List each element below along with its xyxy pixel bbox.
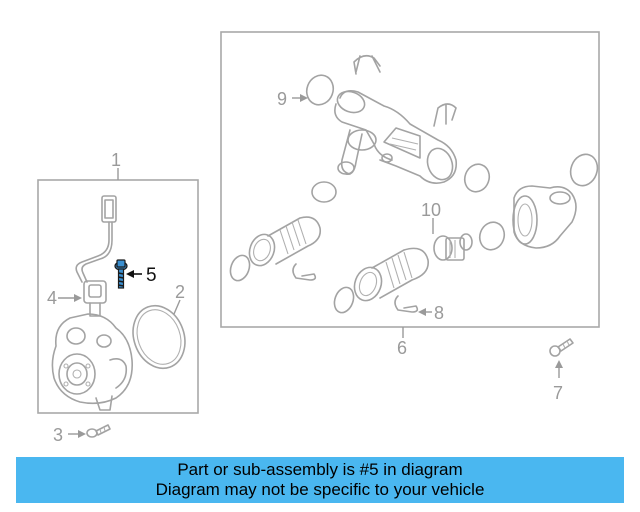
callout-8[interactable]: 8 xyxy=(434,303,444,323)
bolt-part-3 xyxy=(86,424,111,438)
sensor-body xyxy=(83,280,107,317)
info-banner: Part or sub-assembly is #5 in diagram Di… xyxy=(16,457,624,503)
assembly-6-box xyxy=(220,31,600,328)
callout-2[interactable]: 2 xyxy=(175,282,185,302)
o-ring-b xyxy=(463,163,491,193)
o-ring-c xyxy=(569,153,599,187)
temperature-sensor-wire xyxy=(75,195,117,283)
callout-5[interactable]: 5 xyxy=(146,265,157,286)
o-ring-e xyxy=(229,254,251,282)
assembly-6-group: 6 9 xyxy=(220,31,600,358)
spring-clip-a xyxy=(292,263,317,281)
callout-6[interactable]: 6 xyxy=(397,338,407,358)
hose-lower xyxy=(353,247,429,302)
o-ring-a xyxy=(311,181,337,203)
parts-diagram: 1 4 5 xyxy=(37,31,600,445)
banner-line-1: Part or sub-assembly is #5 in diagram xyxy=(177,460,463,479)
coolant-pipe-housing xyxy=(334,90,458,184)
o-ring-9 xyxy=(305,74,335,106)
o-ring-d xyxy=(478,221,506,251)
water-pump-housing xyxy=(51,313,133,411)
callout-1[interactable]: 1 xyxy=(111,150,121,170)
assembly-1-box xyxy=(37,179,199,414)
gasket-ring-2 xyxy=(132,304,186,370)
spring-clip-8 xyxy=(394,295,419,313)
callout-9[interactable]: 9 xyxy=(277,89,287,109)
hose-upper xyxy=(248,216,322,267)
callout-10[interactable]: 10 xyxy=(421,200,441,220)
outlet-housing xyxy=(512,185,577,249)
banner-line-2: Diagram may not be specific to your vehi… xyxy=(155,480,485,499)
retaining-clip-right xyxy=(433,103,457,127)
callout-7[interactable]: 7 xyxy=(553,383,563,403)
callout-3[interactable]: 3 xyxy=(53,425,63,445)
bolt-part-5[interactable] xyxy=(114,259,128,289)
callout-4[interactable]: 4 xyxy=(47,288,57,308)
o-ring-f xyxy=(333,286,355,314)
assembly-1-group: 1 4 5 xyxy=(37,150,199,414)
thermostat-10 xyxy=(433,233,473,261)
retaining-clip-top xyxy=(353,54,381,75)
bolt-part-7 xyxy=(549,338,574,357)
